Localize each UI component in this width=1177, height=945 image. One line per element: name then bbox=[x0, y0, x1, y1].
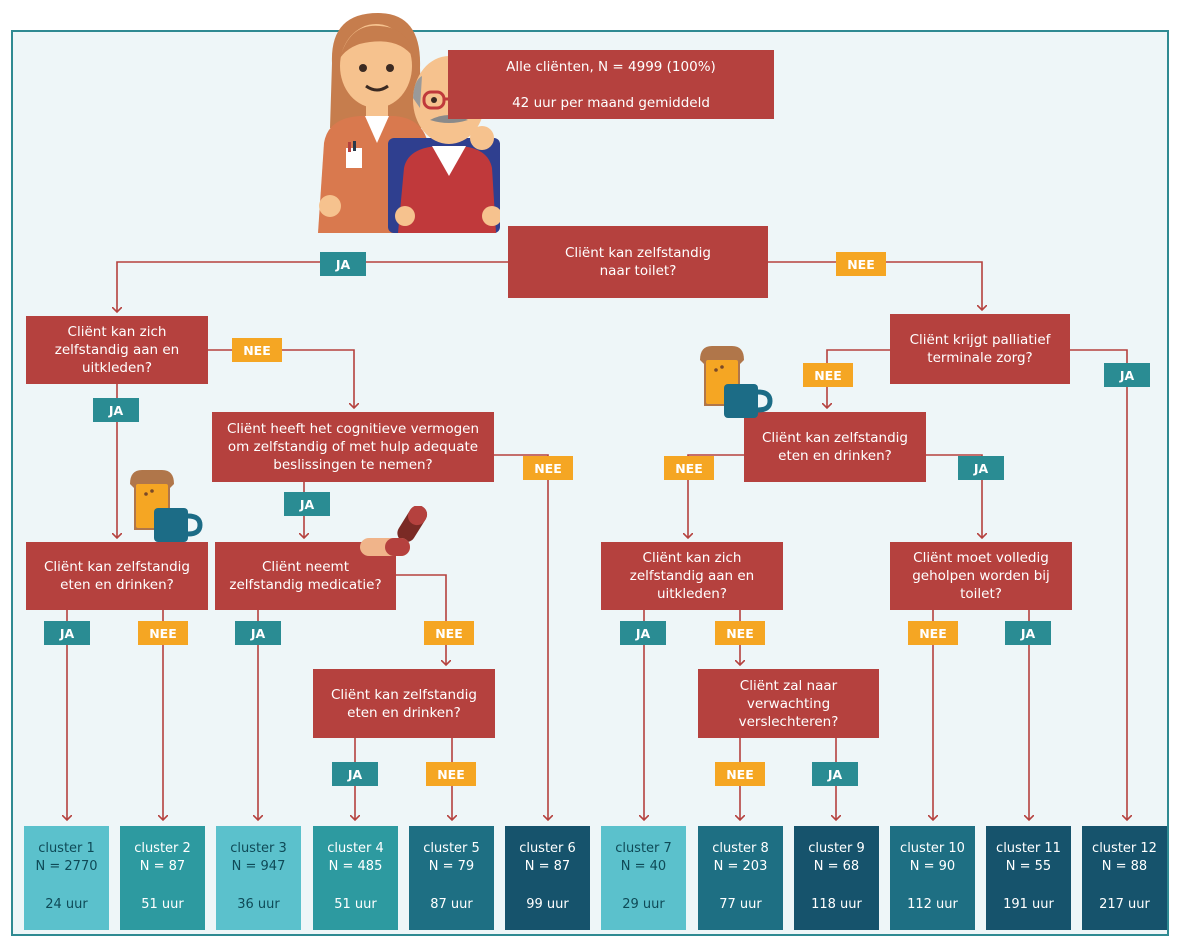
tag-nee: NEE bbox=[232, 338, 282, 362]
question-cognitief: Cliënt heeft het cognitieve vermogen om … bbox=[212, 412, 494, 482]
toast-and-cup-icon bbox=[130, 470, 203, 542]
edge-eten-right-ja bbox=[926, 454, 982, 538]
tag-ja: JA bbox=[93, 398, 139, 422]
cluster-count: N = 87 bbox=[524, 859, 571, 874]
cluster-hours: 24 uur bbox=[45, 897, 88, 912]
question-eten-right: Cliënt kan zelfstandig eten en drinken? bbox=[744, 412, 926, 482]
nurse-and-client-illustration bbox=[318, 13, 500, 233]
edge-toilet-ja bbox=[117, 261, 508, 312]
cluster-12: cluster 12 N = 88 217 uur bbox=[1082, 826, 1167, 930]
cluster-4: cluster 4 N = 485 51 uur bbox=[313, 826, 398, 930]
edge-cognitief-nee bbox=[494, 454, 548, 820]
cluster-2: cluster 2 N = 87 51 uur bbox=[120, 826, 205, 930]
cluster-1: cluster 1 N = 2770 24 uur bbox=[24, 826, 109, 930]
cluster-6: cluster 6 N = 87 99 uur bbox=[505, 826, 590, 930]
question-aankleden-right: Cliënt kan zich zelfstandig aan en uitkl… bbox=[601, 542, 783, 610]
pill-icon bbox=[360, 506, 428, 556]
tag-nee: NEE bbox=[908, 621, 958, 645]
edge-palliatief-nee bbox=[827, 349, 890, 408]
tag-nee: NEE bbox=[426, 762, 476, 786]
cluster-count: N = 203 bbox=[713, 859, 768, 874]
cluster-hours: 36 uur bbox=[237, 897, 280, 912]
tag-ja: JA bbox=[812, 762, 858, 786]
cluster-name: cluster 3 bbox=[230, 841, 287, 856]
root-line-2: 42 uur per maand gemiddeld bbox=[512, 94, 710, 111]
cluster-hours: 77 uur bbox=[719, 897, 762, 912]
cluster-name: cluster 5 bbox=[423, 841, 480, 856]
edge-eten-right-nee bbox=[688, 454, 744, 538]
cluster-name: cluster 10 bbox=[900, 841, 965, 856]
tag-nee: NEE bbox=[424, 621, 474, 645]
question-eten-mid: Cliënt kan zelfstandig eten en drinken? bbox=[313, 669, 495, 738]
tag-ja: JA bbox=[332, 762, 378, 786]
cluster-count: N = 40 bbox=[620, 859, 667, 874]
tag-nee: NEE bbox=[664, 456, 714, 480]
question-aankleden-left: Cliënt kan zich zelfstandig aan en uitkl… bbox=[26, 316, 208, 384]
tag-nee: NEE bbox=[715, 621, 765, 645]
tag-ja: JA bbox=[235, 621, 281, 645]
question-eten-left: Cliënt kan zelfstandig eten en drinken? bbox=[26, 542, 208, 610]
cluster-name: cluster 8 bbox=[712, 841, 769, 856]
question-medicatie: Cliënt neemt zelfstandig medicatie? bbox=[215, 542, 396, 610]
cluster-name: cluster 11 bbox=[996, 841, 1061, 856]
cluster-11: cluster 11 N = 55 191 uur bbox=[986, 826, 1071, 930]
cluster-count: N = 947 bbox=[231, 859, 286, 874]
cluster-3: cluster 3 N = 947 36 uur bbox=[216, 826, 301, 930]
cluster-8: cluster 8 N = 203 77 uur bbox=[698, 826, 783, 930]
question-toilet: Cliënt kan zelfstandig naar toilet? bbox=[508, 226, 768, 298]
cluster-count: N = 68 bbox=[813, 859, 860, 874]
cluster-5: cluster 5 N = 79 87 uur bbox=[409, 826, 494, 930]
cluster-name: cluster 7 bbox=[615, 841, 672, 856]
cluster-count: N = 79 bbox=[428, 859, 475, 874]
tag-ja: JA bbox=[284, 492, 330, 516]
cluster-hours: 217 uur bbox=[1099, 897, 1150, 912]
cluster-name: cluster 9 bbox=[808, 841, 865, 856]
cluster-hours: 99 uur bbox=[526, 897, 569, 912]
root-line-1: Alle cliënten, N = 4999 (100%) bbox=[506, 58, 716, 75]
tag-nee: NEE bbox=[138, 621, 188, 645]
cluster-name: cluster 6 bbox=[519, 841, 576, 856]
cup-icon bbox=[154, 508, 203, 542]
cluster-hours: 87 uur bbox=[430, 897, 473, 912]
tag-ja: JA bbox=[44, 621, 90, 645]
cluster-count: N = 2770 bbox=[35, 859, 98, 874]
cluster-7: cluster 7 N = 40 29 uur bbox=[601, 826, 686, 930]
cluster-hours: 29 uur bbox=[622, 897, 665, 912]
tag-ja: JA bbox=[620, 621, 666, 645]
cluster-hours: 118 uur bbox=[811, 897, 862, 912]
tag-nee: NEE bbox=[523, 456, 573, 480]
cluster-hours: 51 uur bbox=[141, 897, 184, 912]
question-verslechteren: Cliënt zal naar verwachting verslechtere… bbox=[698, 669, 879, 738]
cluster-count: N = 485 bbox=[328, 859, 383, 874]
toast-and-cup-icon bbox=[700, 346, 773, 418]
cluster-count: N = 88 bbox=[1101, 859, 1148, 874]
cluster-hours: 51 uur bbox=[334, 897, 377, 912]
cluster-name: cluster 1 bbox=[38, 841, 95, 856]
tag-nee: NEE bbox=[803, 363, 853, 387]
cluster-count: N = 55 bbox=[1005, 859, 1052, 874]
tag-ja: JA bbox=[1005, 621, 1051, 645]
tag-ja: JA bbox=[958, 456, 1004, 480]
edge-medicatie-nee bbox=[396, 574, 446, 665]
cluster-10: cluster 10 N = 90 112 uur bbox=[890, 826, 975, 930]
cluster-name: cluster 4 bbox=[327, 841, 384, 856]
cluster-name: cluster 12 bbox=[1092, 841, 1157, 856]
diagram-frame bbox=[11, 30, 1169, 936]
cluster-hours: 191 uur bbox=[1003, 897, 1054, 912]
cluster-name: cluster 2 bbox=[134, 841, 191, 856]
cluster-count: N = 87 bbox=[139, 859, 186, 874]
tag-nee: NEE bbox=[715, 762, 765, 786]
question-palliatief: Cliënt krijgt palliatief terminale zorg? bbox=[890, 314, 1070, 384]
tag-ja: JA bbox=[320, 252, 366, 276]
cluster-hours: 112 uur bbox=[907, 897, 958, 912]
cup-icon bbox=[724, 384, 773, 418]
cluster-count: N = 90 bbox=[909, 859, 956, 874]
edge-palliatief-ja bbox=[1070, 349, 1127, 820]
tag-ja: JA bbox=[1104, 363, 1150, 387]
tag-nee: NEE bbox=[836, 252, 886, 276]
root-node: Alle cliënten, N = 4999 (100%) 42 uur pe… bbox=[448, 50, 774, 119]
cluster-9: cluster 9 N = 68 118 uur bbox=[794, 826, 879, 930]
question-volledig-toilet: Cliënt moet volledig geholpen worden bij… bbox=[890, 542, 1072, 610]
